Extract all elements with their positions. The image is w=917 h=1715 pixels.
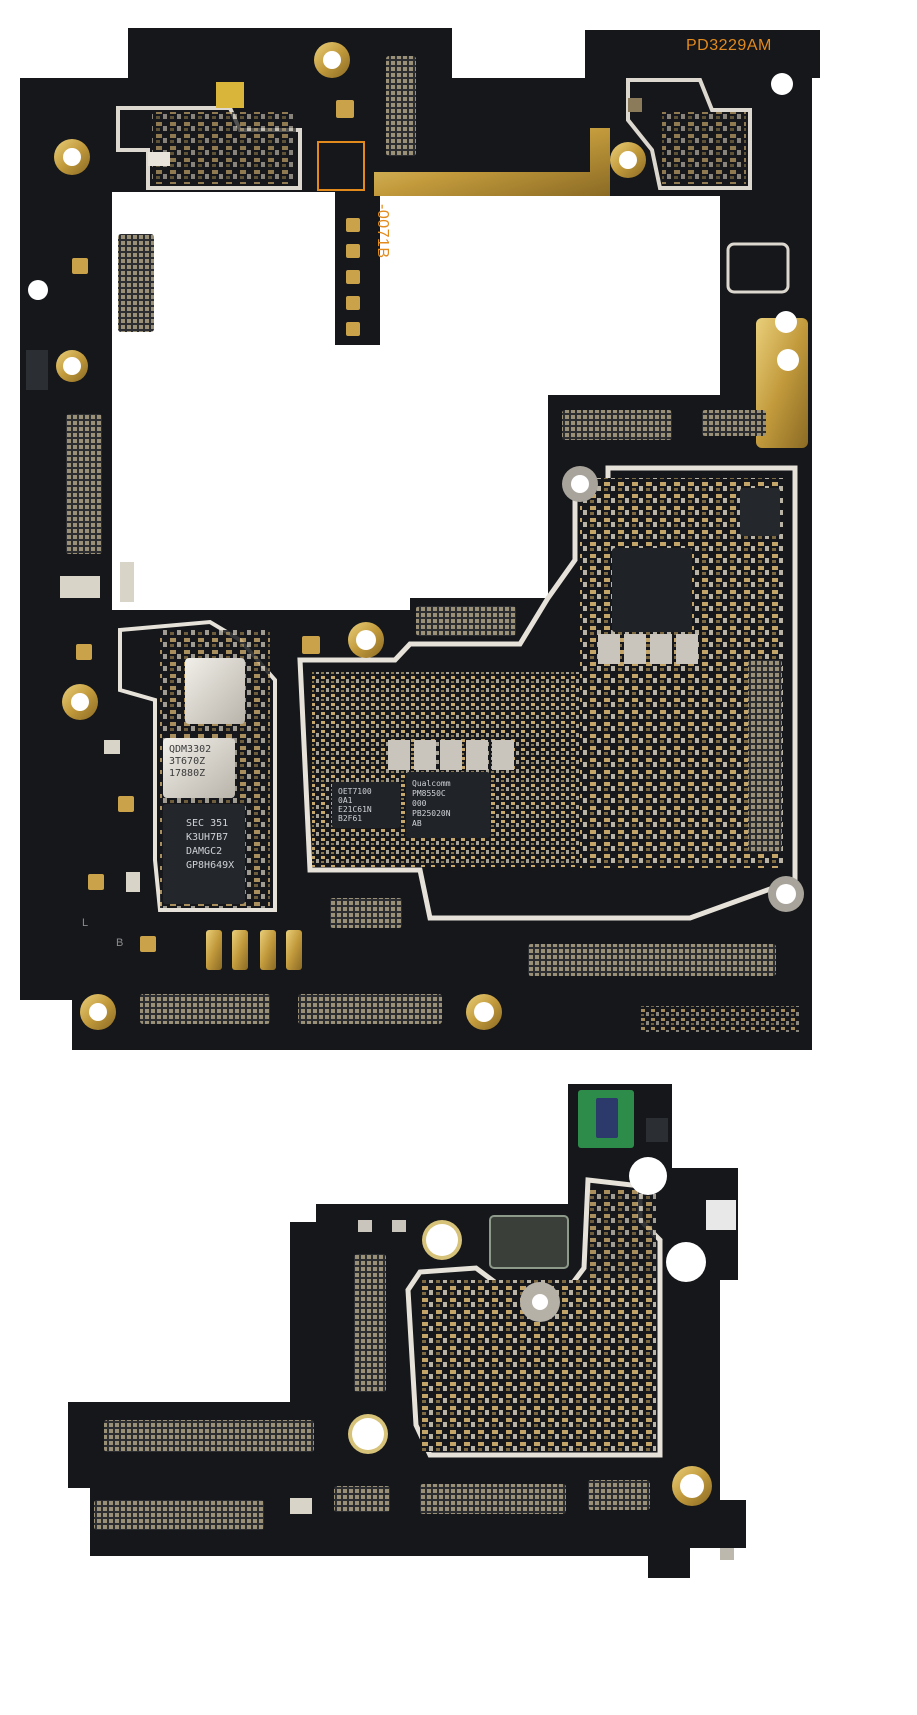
connector-right-vertical bbox=[748, 660, 782, 852]
connector-lower-vertical bbox=[354, 1254, 386, 1392]
connector-bottom-small bbox=[330, 898, 402, 928]
svg-text:PB25020N: PB25020N bbox=[412, 809, 451, 818]
connector-lower-center bbox=[420, 1484, 566, 1514]
modem-package bbox=[740, 488, 780, 536]
board-vertical-marking: -0071B bbox=[374, 204, 391, 259]
misc-components-lower bbox=[290, 1118, 736, 1560]
svg-text:PM8550C: PM8550C bbox=[412, 789, 446, 798]
pmic-chip-right-text: Qualcomm PM8550C 000 PB25020N AB bbox=[412, 779, 451, 828]
upper-main-board: QDM3302 3T670Z 17880Z SEC 351 K3UH7B7 DA… bbox=[20, 28, 820, 1050]
lower-sub-board bbox=[68, 1084, 746, 1578]
svg-text:DAMGC2: DAMGC2 bbox=[186, 846, 222, 857]
shield-frame-main bbox=[297, 465, 798, 921]
memory-chip-marking: SEC 351 K3UH7B7 DAMGC2 GP8H649X bbox=[186, 818, 234, 871]
rf-test-points-upper bbox=[72, 100, 354, 952]
gold-bracket-side bbox=[756, 318, 808, 448]
svg-text:Qualcomm: Qualcomm bbox=[412, 779, 451, 788]
mounting-holes-lower bbox=[348, 1157, 712, 1506]
test-pads-column bbox=[346, 218, 360, 336]
connector-top-center bbox=[386, 56, 416, 156]
edge-mark-b: B bbox=[116, 937, 123, 949]
connector-right-upper bbox=[562, 410, 672, 440]
svg-text:GP8H649X: GP8H649X bbox=[186, 860, 234, 871]
board-part-number: PD3229AM bbox=[686, 37, 772, 54]
smd-field-top-left bbox=[152, 112, 296, 184]
svg-text:3T670Z: 3T670Z bbox=[169, 756, 205, 767]
pmic-chip-right-package bbox=[406, 772, 490, 838]
connector-left-upper bbox=[118, 234, 154, 332]
silk-frame bbox=[317, 141, 365, 191]
connector-bottom-center bbox=[298, 994, 442, 1024]
soc-pad-row bbox=[388, 634, 698, 770]
mounting-holes-upper bbox=[28, 42, 804, 1030]
connector-bottom-right bbox=[528, 944, 776, 976]
gold-bracket bbox=[374, 128, 610, 196]
svg-text:000: 000 bbox=[412, 799, 427, 808]
connector-lower-left-top bbox=[104, 1420, 314, 1452]
wireless-chip-marking: QDM3302 3T670Z 17880Z bbox=[169, 744, 211, 779]
microphone-module bbox=[489, 1215, 569, 1269]
connector-lower-left-bottom bbox=[94, 1500, 264, 1530]
wifi-shield-can bbox=[163, 738, 235, 798]
connector-left-middle bbox=[66, 414, 102, 554]
svg-text:E21C61N: E21C61N bbox=[338, 805, 372, 814]
misc-components-upper bbox=[26, 82, 800, 1032]
smd-field-lower-right bbox=[590, 1190, 656, 1280]
sensor-chip bbox=[596, 1098, 618, 1138]
processor-package bbox=[612, 548, 692, 632]
memory-chip-package bbox=[163, 804, 245, 904]
smd-field-top-right bbox=[662, 112, 746, 184]
svg-text:K3UH7B7: K3UH7B7 bbox=[186, 832, 228, 843]
pmic-chip-left-marking: OET7100 0A1 E21C61N B2F61 bbox=[338, 787, 372, 823]
svg-text:B2F61: B2F61 bbox=[338, 814, 362, 823]
connector-right-small bbox=[702, 410, 766, 436]
gold-spring-contacts bbox=[206, 930, 302, 970]
connector-lower-small bbox=[334, 1486, 390, 1512]
rf-shield-can bbox=[185, 658, 245, 724]
connector-lower-right bbox=[588, 1480, 650, 1510]
svg-text:QDM3302: QDM3302 bbox=[169, 744, 211, 755]
edge-mark-l: L bbox=[82, 917, 88, 929]
svg-text:0A1: 0A1 bbox=[338, 796, 353, 805]
connector-bottom-left bbox=[140, 994, 270, 1024]
shield-frame-top-right bbox=[626, 78, 752, 190]
svg-text:OET7100: OET7100 bbox=[338, 787, 372, 796]
svg-text:AB: AB bbox=[412, 819, 422, 828]
pmic-chip-left-package bbox=[332, 782, 400, 828]
connector-center bbox=[416, 606, 516, 636]
svg-text:17880Z: 17880Z bbox=[169, 768, 205, 779]
svg-text:SEC 351: SEC 351 bbox=[186, 818, 228, 829]
